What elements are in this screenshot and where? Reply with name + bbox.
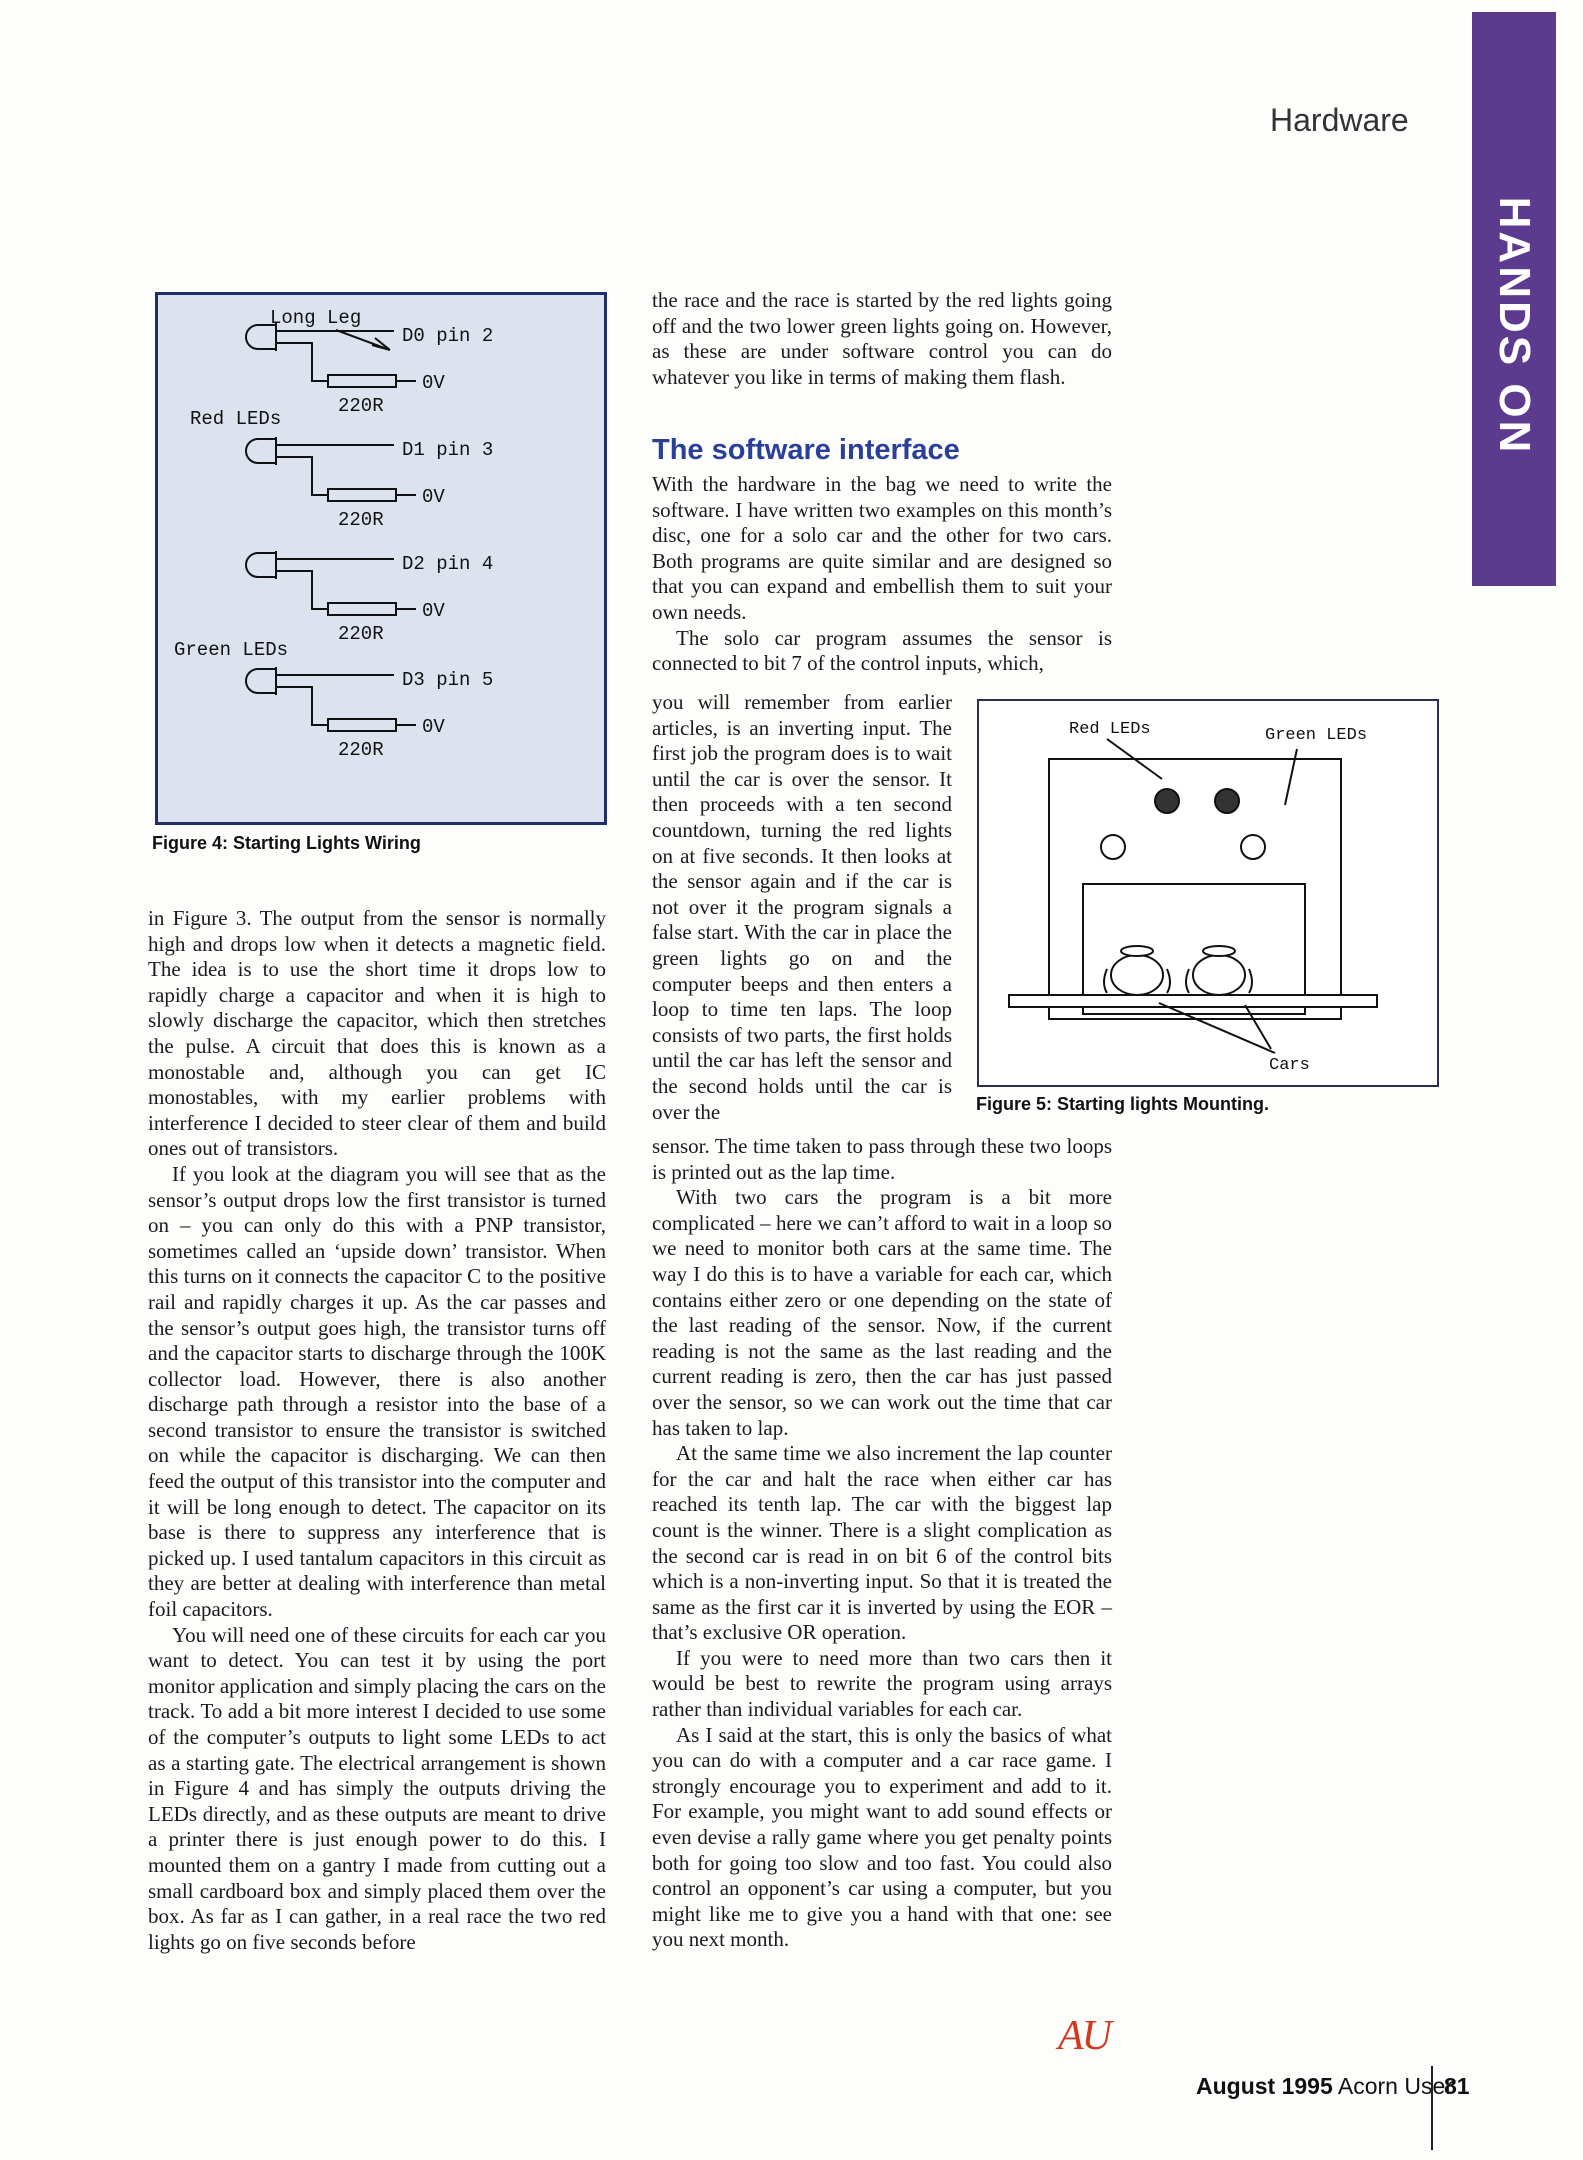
right-paragraph-1: With the hardware in the bag we need to … [652, 472, 1112, 624]
right-bottom-text: sensor. The time taken to pass through t… [652, 1134, 1112, 1953]
ground-label: 0V [422, 600, 445, 622]
red-led-2 [1214, 788, 1240, 814]
track-base [1008, 994, 1378, 1008]
gantry-opening [1082, 883, 1306, 1015]
left-paragraph-2: If you look at the diagram you will see … [148, 1161, 606, 1622]
green-led-2 [1240, 834, 1266, 860]
footer-issue: August 1995 Acorn User [1196, 2073, 1453, 2099]
ground-label: 0V [422, 372, 445, 394]
left-column: in Figure 3. The output from the sensor … [148, 906, 606, 1955]
fig5-red-leds-label: Red LEDs [1069, 720, 1151, 739]
led-wiring [276, 444, 416, 496]
resistor-label: 220R [338, 395, 384, 417]
long-leg-label: Long Leg [270, 307, 361, 329]
section-heading: The software interface [652, 434, 960, 466]
pin-label: D2 pin 4 [402, 553, 493, 575]
acorn-user-logo: AU [1058, 2013, 1112, 2059]
car-2 [1185, 945, 1253, 996]
page-number: 81 [1444, 2073, 1470, 2099]
red-led-pointer [1106, 738, 1163, 780]
right-mid-text: With the hardware in the bag we need to … [652, 472, 1112, 677]
resistor [327, 602, 397, 616]
led-symbol [245, 323, 277, 351]
pin-label: D0 pin 2 [402, 325, 493, 347]
section-label: Hardware [1270, 102, 1409, 138]
resistor [327, 488, 397, 502]
right-top-paragraph: the race and the race is started by the … [652, 288, 1112, 389]
led-wiring [276, 674, 416, 726]
right-narrow-text: you will remember from earlier articles,… [652, 690, 952, 1124]
led-wiring [276, 330, 416, 382]
resistor-label: 220R [338, 509, 384, 531]
figure-5-mounting-diagram: Red LEDs Green LEDs Cars [977, 699, 1439, 1087]
green-led-1 [1100, 834, 1126, 860]
left-paragraph-1: in Figure 3. The output from the sensor … [148, 906, 606, 1161]
green-led-pointer [1284, 748, 1298, 806]
fig5-cars-label: Cars [1269, 1056, 1310, 1075]
led-symbol [245, 667, 277, 695]
ground-label: 0V [422, 716, 445, 738]
figure-4-caption: Figure 4: Starting Lights Wiring [152, 833, 421, 853]
cars-pointer [1158, 1002, 1276, 1054]
footer-divider [1431, 2066, 1433, 2150]
pin-label: D1 pin 3 [402, 439, 493, 461]
resistor-label: 220R [338, 739, 384, 761]
pin-label: D3 pin 5 [402, 669, 493, 691]
led-symbol [245, 551, 277, 579]
right-paragraph-3: sensor. The time taken to pass through t… [652, 1134, 1112, 1184]
right-paragraph-7: As I said at the start, this is only the… [652, 1722, 1112, 1952]
led-symbol [245, 437, 277, 465]
figure-5-caption: Figure 5: Starting lights Mounting. [976, 1094, 1269, 1114]
left-paragraph-3: You will need one of these circuits for … [148, 1622, 606, 1954]
green-leds-label: Green LEDs [174, 639, 288, 661]
right-paragraph-6: If you were to need more than two cars t… [652, 1645, 1112, 1722]
resistor [327, 374, 397, 388]
long-leg-arrow [335, 329, 391, 351]
right-paragraph-2: The solo car program assumes the sensor … [652, 625, 1112, 676]
right-paragraph-5: At the same time we also increment the l… [652, 1441, 1112, 1645]
led-wiring [276, 558, 416, 610]
figure-4-wiring-diagram: Long Leg Red LEDs Green LEDs D0 pin 2 0V 2… [155, 292, 607, 825]
red-leds-label: Red LEDs [190, 408, 281, 430]
ground-label: 0V [422, 486, 445, 508]
hands-on-tab [1472, 12, 1556, 586]
resistor-label: 220R [338, 623, 384, 645]
fig5-green-leds-label: Green LEDs [1265, 726, 1367, 745]
resistor [327, 718, 397, 732]
right-paragraph-4: With two cars the program is a bit more … [652, 1185, 1112, 1440]
red-led-1 [1154, 788, 1180, 814]
car-1 [1103, 945, 1171, 996]
